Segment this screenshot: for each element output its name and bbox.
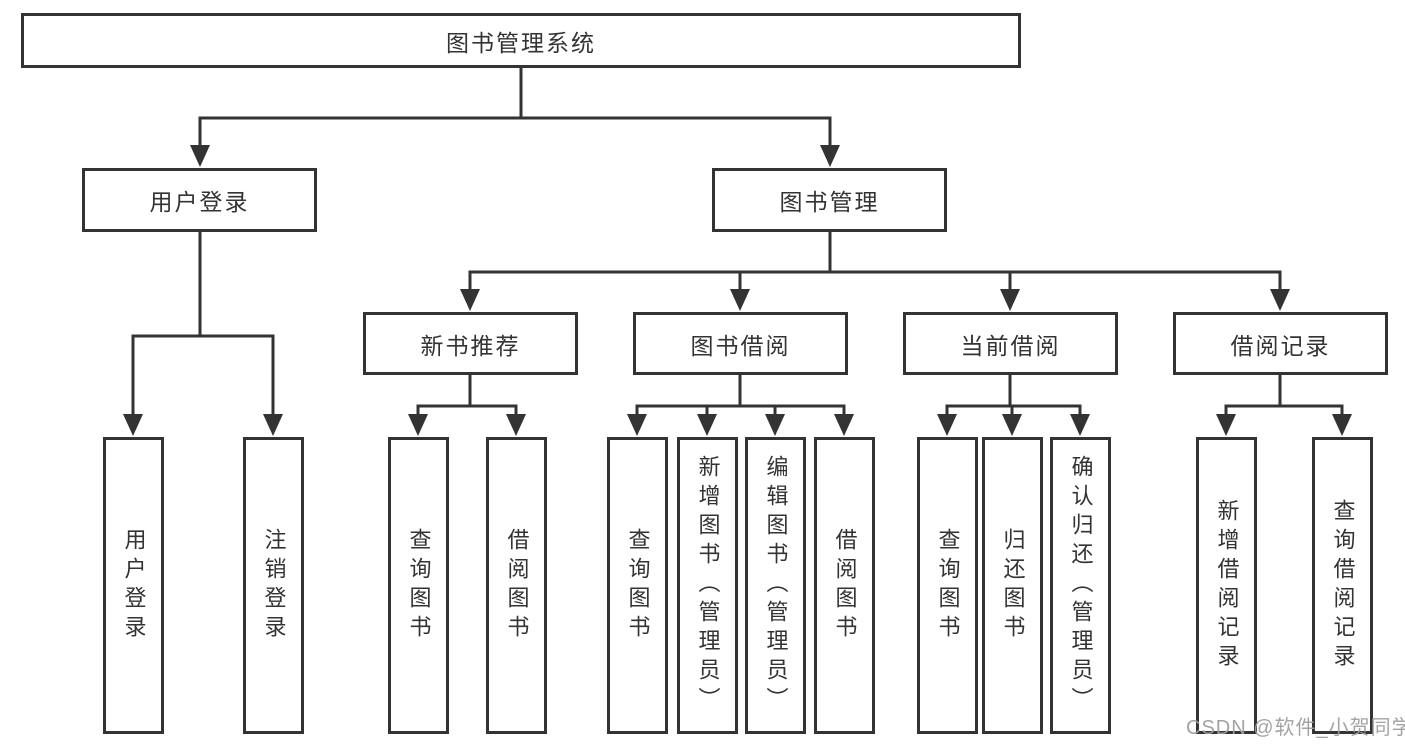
node-label: 注销登录: [261, 527, 287, 644]
node-book-management: 图书管理: [712, 168, 947, 232]
node-label: 用户登录: [149, 189, 250, 215]
node-label: 归还图书: [1000, 527, 1026, 644]
node-book-borrowing: 图书借阅: [633, 312, 848, 375]
node-br-add-record: 新增借阅记录: [1196, 437, 1257, 734]
node-user-login: 用户登录: [103, 437, 164, 734]
node-label: 借阅记录: [1230, 332, 1331, 359]
node-label: 图书管理系统: [446, 29, 596, 56]
node-nbr-borrow-books: 借阅图书: [486, 437, 547, 734]
node-label: 查询图书: [625, 527, 651, 644]
node-book-management-system: 图书管理系统: [21, 13, 1021, 68]
node-label: 查询图书: [935, 527, 961, 644]
node-borrowing-records: 借阅记录: [1173, 312, 1388, 375]
node-label: 新书推荐: [420, 332, 521, 359]
node-label: 图书管理: [779, 189, 880, 215]
node-bb-query-books: 查询图书: [607, 437, 668, 734]
node-label: 新增借阅记录: [1214, 498, 1240, 673]
node-label: 用户登录: [121, 527, 147, 644]
node-br-query-record: 查询借阅记录: [1312, 437, 1373, 734]
node-logout: 注销登录: [243, 437, 304, 734]
node-label: 确认归还（管理员）: [1068, 455, 1094, 716]
node-cb-query-books: 查询图书: [917, 437, 978, 734]
node-new-book-recommend: 新书推荐: [363, 312, 578, 375]
node-label: 借阅图书: [504, 527, 530, 644]
node-label: 当前借阅: [960, 332, 1061, 359]
node-current-borrowing: 当前借阅: [903, 312, 1118, 375]
csdn-watermark: CSDN @软件_小贺同学: [1186, 717, 1405, 739]
node-bb-add-books-admin: 新增图书（管理员）: [677, 437, 738, 734]
node-cb-confirm-return-admin: 确认归还（管理员）: [1050, 437, 1111, 734]
node-label: 新增图书（管理员）: [695, 455, 721, 716]
node-label: 借阅图书: [832, 527, 858, 644]
node-bb-borrow-books: 借阅图书: [814, 437, 875, 734]
node-bb-edit-books-admin: 编辑图书（管理员）: [745, 437, 806, 734]
node-label: 图书借阅: [690, 332, 791, 359]
node-label: 查询借阅记录: [1330, 498, 1356, 673]
node-user-login-group: 用户登录: [82, 168, 317, 232]
node-cb-return-books: 归还图书: [982, 437, 1043, 734]
node-label: 编辑图书（管理员）: [763, 455, 789, 716]
node-nbr-query-books: 查询图书: [388, 437, 449, 734]
node-label: 查询图书: [406, 527, 432, 644]
